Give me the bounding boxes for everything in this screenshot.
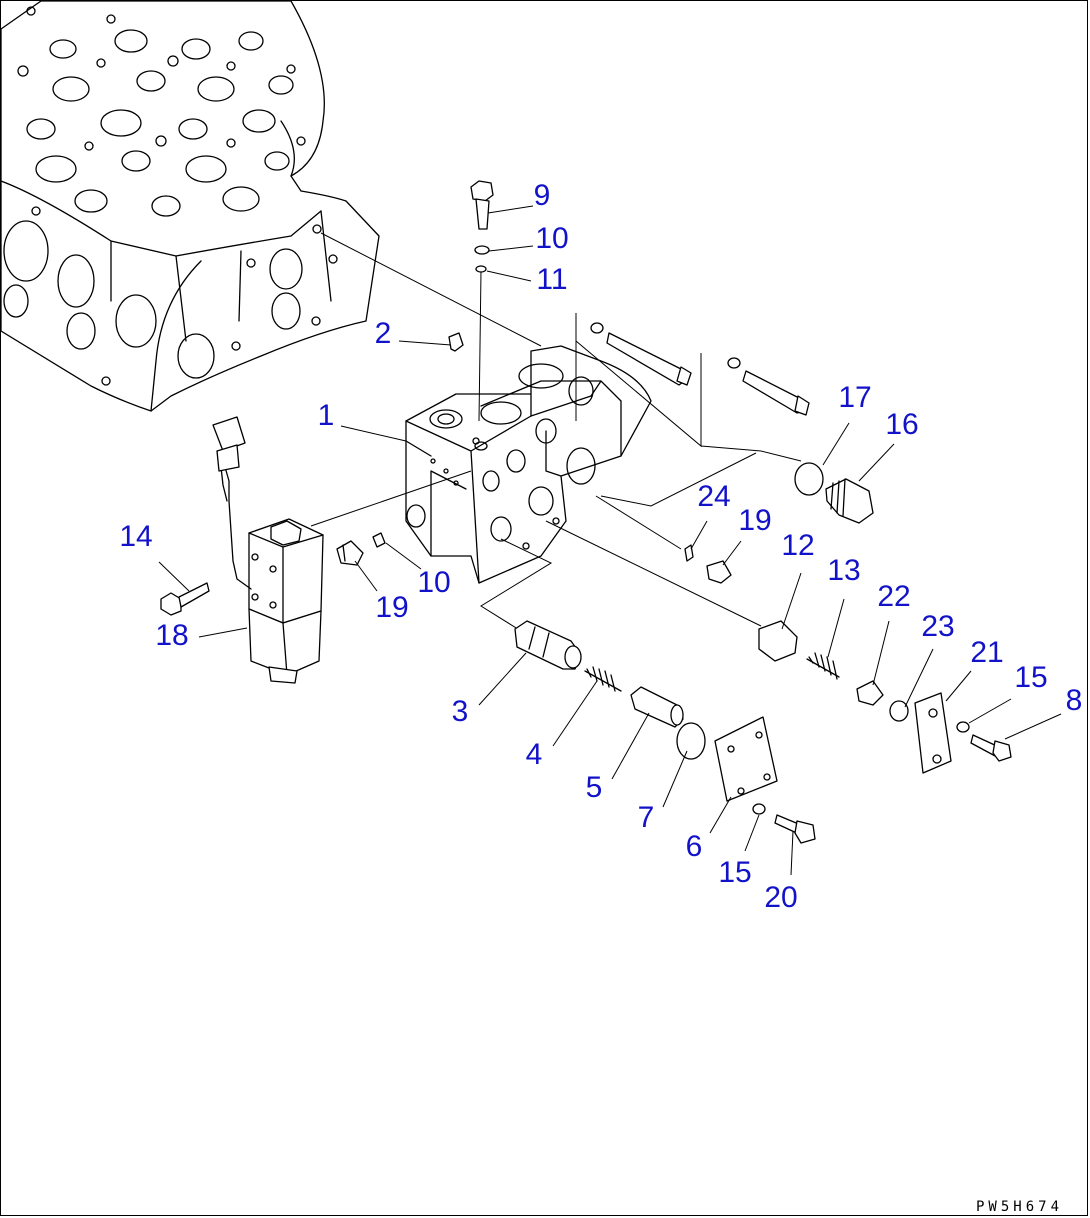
- part-5-piston: [630, 686, 684, 728]
- part-21-plate: [914, 692, 952, 774]
- leader-line-c10b: [385, 542, 422, 570]
- assembly-lines: [310, 232, 802, 632]
- main-valve-body: [1, 1, 380, 412]
- callout-c13: 13: [827, 554, 860, 587]
- part-4-spring: [584, 666, 622, 692]
- callout-c7: 7: [638, 801, 655, 834]
- leader-line-c18: [198, 627, 248, 638]
- callout-c1: 1: [318, 399, 335, 432]
- valve-section-body: [405, 345, 652, 584]
- callout-c9: 9: [534, 179, 551, 212]
- leader-line-c12: [781, 572, 802, 630]
- part-15-washer-bottom: [752, 803, 766, 815]
- leader-line-c5: [611, 712, 650, 780]
- leader-line-c13: [827, 598, 845, 658]
- callout-c4: 4: [526, 738, 543, 771]
- callout-c8: 8: [1066, 684, 1083, 717]
- part-22-poppet: [856, 680, 884, 706]
- leader-line-c6: [709, 796, 732, 834]
- callout-c5: 5: [586, 771, 603, 804]
- leader-line-c2: [398, 340, 452, 346]
- part-23-oring: [889, 700, 909, 722]
- leader-line-c11: [486, 270, 532, 282]
- leader-line-c16: [858, 443, 895, 482]
- leader-line-c4: [552, 680, 598, 747]
- part-18-solenoid-valve: [212, 416, 324, 684]
- callout-c16: 16: [885, 408, 918, 441]
- callout-c17: 17: [838, 381, 871, 414]
- part-10-oring-top: [474, 245, 490, 255]
- leader-line-c7: [662, 750, 688, 808]
- part-17-oring: [794, 462, 824, 496]
- part-8-bolt: [970, 734, 1012, 762]
- callout-c22: 22: [877, 580, 910, 613]
- callout-c10b: 10: [417, 566, 450, 599]
- leader-line-c3: [478, 652, 527, 706]
- part-11-oring: [475, 265, 487, 273]
- callout-c18: 18: [155, 619, 188, 652]
- callout-c15a: 15: [1014, 661, 1047, 694]
- leader-line-c15b: [744, 814, 760, 852]
- leader-line-c20: [790, 830, 794, 876]
- leader-line-c24: [690, 520, 708, 550]
- leader-line-c8: [1004, 713, 1062, 740]
- callout-c12: 12: [781, 529, 814, 562]
- part-13-spring: [806, 652, 840, 680]
- callout-c19b: 19: [738, 504, 771, 537]
- leader-line-c9: [487, 205, 534, 214]
- callout-layer: 1234567891011101213141515161718191920212…: [119, 179, 1082, 914]
- leader-line-c10a: [488, 245, 534, 252]
- callout-c24: 24: [697, 480, 730, 513]
- callout-c20: 20: [764, 881, 797, 914]
- leader-line-c1: [340, 425, 407, 442]
- drawing-code: PW5H674: [976, 1199, 1063, 1215]
- part-19-plug-left: [336, 540, 364, 566]
- part-10-oring-left: [372, 532, 386, 548]
- leader-line-c19b: [722, 540, 742, 566]
- part-14-bolt: [160, 582, 210, 616]
- leader-line-c22: [872, 620, 890, 686]
- part-20-bolt: [774, 814, 816, 844]
- leader-line-c15a: [968, 698, 1012, 724]
- callout-c3: 3: [452, 695, 469, 728]
- callout-c6: 6: [686, 830, 703, 863]
- part-15-washer-right: [956, 721, 970, 733]
- part-3-spool: [514, 620, 582, 670]
- callout-c21: 21: [970, 636, 1003, 669]
- leader-line-c21: [945, 670, 972, 702]
- callout-c14: 14: [119, 520, 152, 553]
- leader-line-c14: [158, 561, 190, 592]
- part-7-oring: [676, 722, 706, 760]
- callout-c10a: 10: [535, 222, 568, 255]
- through-bolts: [590, 322, 810, 416]
- part-16-plug: [825, 478, 874, 524]
- part-19-plug-right: [706, 560, 732, 584]
- leader-line-c23: [904, 648, 934, 708]
- part-12-sleeve: [758, 620, 798, 662]
- callout-c11: 11: [536, 263, 567, 296]
- leader-line-c19a: [354, 560, 378, 592]
- part-2-plug: [448, 332, 464, 352]
- callout-c23: 23: [921, 610, 954, 643]
- callout-c15b: 15: [718, 856, 751, 889]
- callout-c2: 2: [375, 317, 392, 350]
- part-6-cover: [714, 716, 778, 802]
- callout-c19a: 19: [375, 591, 408, 624]
- part-9-bolt: [470, 180, 494, 230]
- leader-line-c17: [822, 422, 850, 466]
